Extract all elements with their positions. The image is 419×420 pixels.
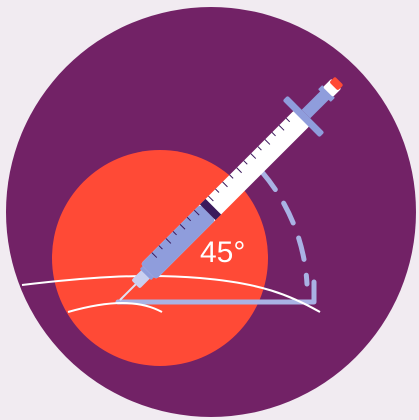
skin-line	[21, 274, 321, 313]
plunger-stopper	[199, 198, 222, 221]
syringe-scale	[151, 117, 291, 258]
angle-arc	[259, 169, 310, 287]
syringe-icon	[119, 77, 343, 301]
angle-label: 45°	[200, 236, 245, 269]
syringe-needle	[119, 282, 138, 301]
plunger-rod	[301, 89, 331, 119]
syringe-fluid	[141, 205, 215, 279]
angle-guide	[115, 279, 317, 305]
syringe-flange	[283, 96, 324, 137]
needle-cap	[330, 77, 343, 90]
